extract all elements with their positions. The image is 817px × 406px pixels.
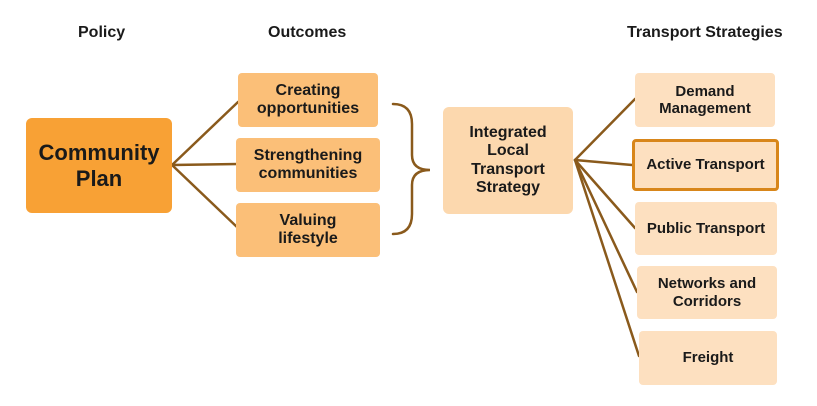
connector-center-networks [573, 158, 639, 294]
strategy-active-transport: Active Transport [632, 139, 779, 191]
community-plan-label: Community Plan [38, 140, 160, 191]
connector-center-demand [573, 97, 637, 162]
outcome-creating-opportunities: Creating opportunities [238, 73, 378, 127]
strategy-networks-corridors: Networks and Corridors [637, 266, 777, 319]
connector-policy-strengthening [170, 162, 240, 167]
strategy-label: Demand Management [659, 82, 751, 117]
center-box-label: Integrated Local Transport Strategy [469, 123, 547, 196]
strategy-demand-management: Demand Management [635, 73, 775, 127]
heading-policy: Policy [78, 24, 126, 41]
strategy-public-transport: Public Transport [635, 202, 777, 255]
outcome-label: Valuing lifestyle [278, 211, 338, 247]
strategy-freight: Freight [639, 331, 777, 385]
connector-center-public [573, 158, 637, 230]
outcome-valuing-lifestyle: Valuing lifestyle [236, 203, 380, 257]
outcome-label: Creating opportunities [256, 81, 360, 117]
strategy-label: Public Transport [646, 219, 766, 237]
strategy-label: Active Transport [646, 156, 765, 174]
outcomes-bracket [391, 102, 431, 236]
connector-center-freight [573, 158, 641, 358]
outcome-label: Strengthening communities [253, 146, 363, 182]
strategy-label: Freight [682, 349, 734, 367]
heading-transport-strategies: Transport Strategies [627, 24, 783, 41]
heading-outcomes: Outcomes [268, 24, 347, 41]
connector-center-active [573, 158, 634, 167]
community-plan-box: Community Plan [26, 118, 172, 213]
integrated-local-transport-strategy-box: Integrated Local Transport Strategy [443, 107, 573, 214]
connector-policy-creating [170, 100, 240, 167]
connector-policy-valuing [170, 163, 240, 230]
strategy-label: Networks and Corridors [657, 275, 757, 310]
outcome-strengthening-communities: Strengthening communities [236, 138, 380, 192]
